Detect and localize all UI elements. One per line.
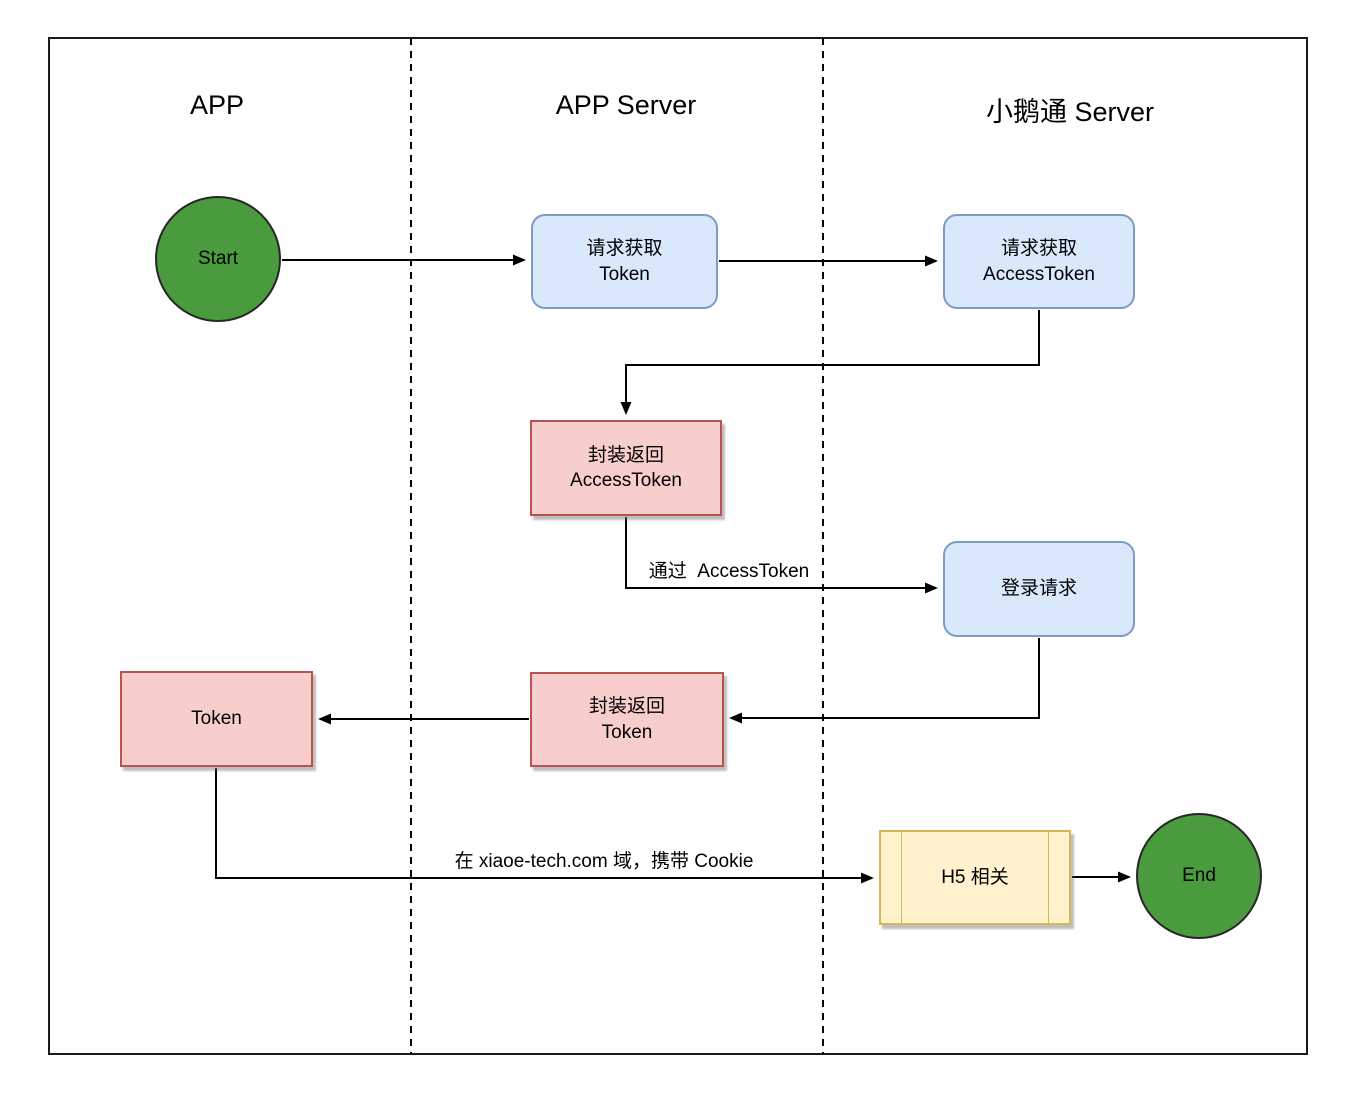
subprocess-left-bar: [901, 832, 902, 923]
lane-header-app: APP: [189, 90, 245, 120]
h5-node[interactable]: H5 相关: [879, 830, 1071, 925]
request-access-token-node-label: 请求获取 AccessToken: [983, 238, 1095, 285]
wrap-access-token-node[interactable]: 封装返回 AccessToken: [530, 420, 722, 516]
edge-label-via-access-token: 通过 AccessToken: [648, 561, 810, 582]
wrap-token-node-label: 封装返回 Token: [588, 696, 665, 743]
edge-label-cookie-domain: 在 xiaoe-tech.com 域，携带 Cookie: [454, 851, 754, 872]
wrap-token-node[interactable]: 封装返回 Token: [530, 672, 724, 767]
start-node[interactable]: Start: [155, 196, 281, 322]
end-node[interactable]: End: [1136, 813, 1262, 939]
subprocess-right-bar: [1048, 832, 1049, 923]
lane-header-xiaoetong-server: 小鹅通 Server: [985, 97, 1155, 127]
token-node-label: Token: [191, 708, 242, 730]
wrap-access-token-node-label: 封装返回 AccessToken: [570, 444, 682, 491]
h5-node-label: H5 相关: [941, 866, 1009, 888]
request-token-node[interactable]: 请求获取 Token: [531, 214, 718, 309]
token-node[interactable]: Token: [120, 671, 313, 767]
login-request-node[interactable]: 登录请求: [943, 541, 1135, 637]
end-node-label: End: [1182, 865, 1216, 887]
request-access-token-node[interactable]: 请求获取 AccessToken: [943, 214, 1135, 309]
request-token-node-label: 请求获取 Token: [586, 238, 663, 285]
start-node-label: Start: [197, 248, 239, 270]
lane-header-app-server: APP Server: [555, 90, 697, 120]
login-request-node-label: 登录请求: [1000, 578, 1077, 600]
